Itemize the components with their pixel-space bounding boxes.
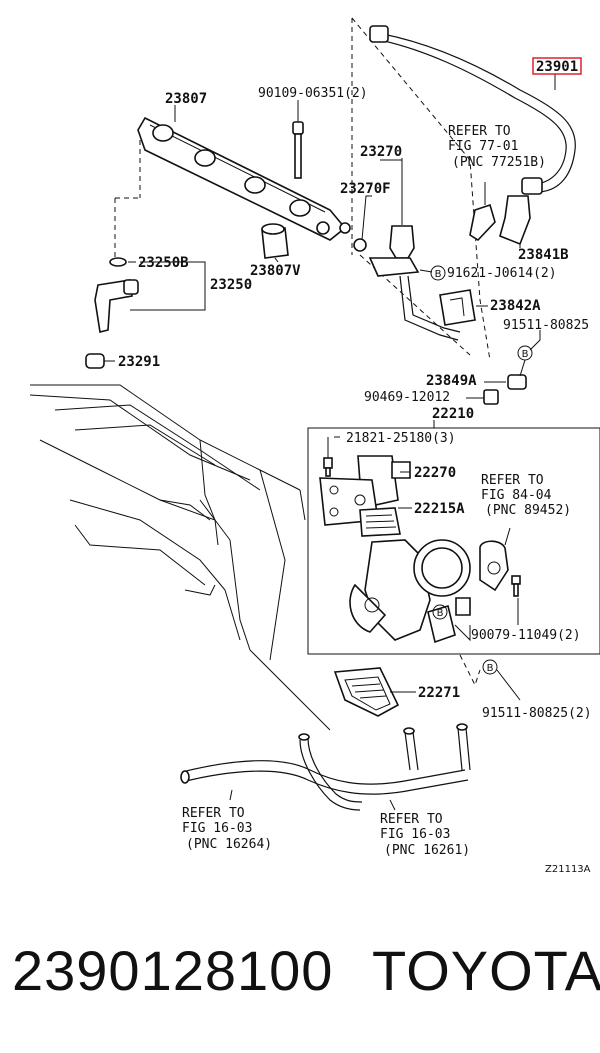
brand-name: TOYOTA bbox=[372, 939, 600, 1002]
svg-text:REFER TO: REFER TO bbox=[380, 812, 443, 827]
injector-23250[interactable] bbox=[94, 279, 139, 333]
throttle-body-box bbox=[307, 427, 600, 655]
bracket-23841B[interactable] bbox=[469, 195, 531, 246]
bolt-90109[interactable] bbox=[292, 121, 304, 179]
callout-91511-b[interactable]: 91511-80825(2) bbox=[482, 706, 592, 721]
fuel-rail-23807[interactable] bbox=[137, 116, 351, 241]
refer-16-03-a[interactable]: REFER TO FIG 16-03 (PNC 16264) bbox=[182, 806, 272, 852]
callout-23250[interactable]: 23250 bbox=[210, 277, 252, 293]
svg-text:B: B bbox=[437, 608, 444, 619]
assembly-frame bbox=[114, 17, 491, 361]
callout-23270[interactable]: 23270 bbox=[360, 144, 402, 160]
callout-90109[interactable]: 90109-06351(2) bbox=[258, 86, 368, 101]
figure-code: Z21113A bbox=[545, 864, 591, 875]
callout-23270F[interactable]: 23270F bbox=[340, 181, 391, 197]
callout-22271[interactable]: 22271 bbox=[418, 685, 460, 701]
fuel-hose-23901[interactable] bbox=[369, 25, 576, 195]
callout-23841B[interactable]: 23841B bbox=[518, 247, 569, 263]
svg-text:(PNC 77251B): (PNC 77251B) bbox=[452, 155, 546, 170]
callout-22215A[interactable]: 22215A bbox=[414, 501, 465, 517]
refer-16-03-b[interactable]: REFER TO FIG 16-03 (PNC 16261) bbox=[380, 812, 470, 858]
callout-23291[interactable]: 23291 bbox=[118, 354, 160, 370]
clamp-23842A[interactable] bbox=[439, 289, 476, 326]
svg-text:FIG 16-03: FIG 16-03 bbox=[182, 821, 252, 836]
callout-23807V[interactable]: 23807V bbox=[250, 263, 301, 279]
throttle-body[interactable] bbox=[349, 539, 471, 644]
svg-text:REFER TO: REFER TO bbox=[481, 473, 544, 488]
callout-23807[interactable]: 23807 bbox=[165, 91, 207, 107]
callout-23849A[interactable]: 23849A bbox=[426, 373, 477, 389]
badge-b-3: B bbox=[432, 604, 448, 620]
svg-text:B: B bbox=[435, 269, 442, 280]
spacer-23807V[interactable] bbox=[261, 223, 289, 259]
leader-lines bbox=[104, 74, 556, 811]
callout-22210[interactable]: 22210 bbox=[432, 406, 474, 422]
svg-text:FIG 77-01: FIG 77-01 bbox=[448, 139, 518, 154]
svg-text:REFER TO: REFER TO bbox=[448, 124, 511, 139]
callout-23250B[interactable]: 23250B bbox=[138, 255, 189, 271]
callout-90469[interactable]: 90469-12012 bbox=[364, 390, 450, 405]
svg-text:(PNC 89452): (PNC 89452) bbox=[485, 503, 571, 518]
svg-text:FIG 16-03: FIG 16-03 bbox=[380, 827, 450, 842]
insulator-23291[interactable] bbox=[85, 353, 105, 369]
badge-b-1: B bbox=[430, 265, 446, 281]
svg-text:FIG 84-04: FIG 84-04 bbox=[481, 488, 552, 503]
part-number: 2390128100 bbox=[12, 939, 333, 1002]
callout-91621[interactable]: 91621-J0614(2) bbox=[447, 266, 557, 281]
refer-77-01[interactable]: REFER TO FIG 77-01 (PNC 77251B) bbox=[448, 124, 546, 170]
callout-23901[interactable]: 23901 bbox=[536, 59, 578, 75]
svg-text:(PNC 16261): (PNC 16261) bbox=[384, 843, 470, 858]
clip-23849A[interactable] bbox=[507, 374, 527, 390]
refer-84-04[interactable]: REFER TO FIG 84-04 (PNC 89452) bbox=[481, 473, 571, 518]
water-hoses bbox=[180, 723, 471, 811]
svg-text:(PNC 16264): (PNC 16264) bbox=[186, 837, 272, 852]
screw-90079[interactable] bbox=[511, 575, 521, 597]
gasket-22271[interactable] bbox=[333, 667, 400, 717]
gasket-22215A[interactable] bbox=[359, 507, 401, 537]
o-ring-23250B[interactable] bbox=[109, 257, 127, 267]
throttle-position-sensor[interactable] bbox=[479, 540, 509, 592]
clip-90469[interactable] bbox=[483, 389, 499, 405]
highlight-box bbox=[532, 57, 582, 75]
callout-91511-a[interactable]: 91511-80825 bbox=[503, 318, 589, 333]
svg-text:REFER TO: REFER TO bbox=[182, 806, 245, 821]
callout-90079[interactable]: 90079-11049(2) bbox=[471, 628, 581, 643]
screw-21821[interactable] bbox=[323, 457, 333, 477]
engine-outline bbox=[29, 384, 331, 731]
pressure-regulator-23270[interactable] bbox=[353, 225, 461, 341]
badge-b-4: B bbox=[482, 659, 498, 675]
callout-22270[interactable]: 22270 bbox=[414, 465, 456, 481]
svg-text:B: B bbox=[522, 349, 529, 360]
callout-21821[interactable]: 21821-25180(3) bbox=[346, 431, 456, 446]
callout-23842A[interactable]: 23842A bbox=[490, 298, 541, 314]
svg-text:B: B bbox=[487, 663, 494, 674]
badge-b-2: B bbox=[517, 345, 533, 361]
